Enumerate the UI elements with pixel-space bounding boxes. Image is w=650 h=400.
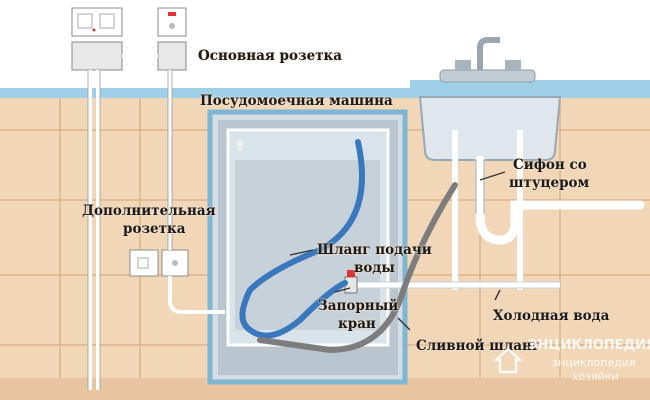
faucet-icon — [439, 37, 536, 83]
label-siphon-line2: штуцером — [509, 175, 590, 191]
pointer-lines — [289, 171, 506, 331]
label-cold-water: Холодная вода — [493, 308, 610, 324]
worktop-left — [0, 88, 410, 100]
cable-runs — [88, 70, 225, 390]
drain-hose — [257, 182, 458, 354]
label-main-socket: Основная розетка — [198, 48, 343, 64]
label-supply-hose-line1: Шланг подачи — [317, 242, 432, 258]
worktop-right — [410, 80, 650, 98]
label-valve-line1: Запорный — [318, 298, 399, 314]
watermark-line3: хозяйки — [572, 370, 619, 383]
single-socket-icon — [157, 7, 187, 37]
double-socket-icon — [71, 7, 123, 37]
watermark-line2: энциклопедия — [552, 356, 636, 369]
floor — [0, 378, 650, 400]
main-socket-box — [71, 41, 187, 71]
water-pipes — [340, 130, 560, 290]
supply-hose — [239, 139, 365, 339]
house-logo-icon — [492, 347, 524, 374]
watermark-line1: ЭНЦИКЛОПЕДИЯ.RU — [528, 338, 650, 353]
label-valve-line2: кран — [338, 316, 376, 332]
watermark: ЭНЦИКЛОПЕДИЯ.RU энциклопедия хозяйки — [492, 336, 650, 394]
label-dishwasher: Посудомоечная машина — [200, 93, 393, 109]
extra-socket-box — [129, 249, 189, 277]
label-siphon-line1: Сифон со — [513, 157, 587, 173]
label-extra-socket-line2: розетка — [123, 221, 186, 237]
dishwasher-inner — [235, 160, 380, 330]
label-extra-socket-line1: Дополнительная — [82, 203, 216, 219]
label-supply-hose-line2: воды — [354, 260, 395, 276]
sink-bowl — [418, 96, 562, 161]
